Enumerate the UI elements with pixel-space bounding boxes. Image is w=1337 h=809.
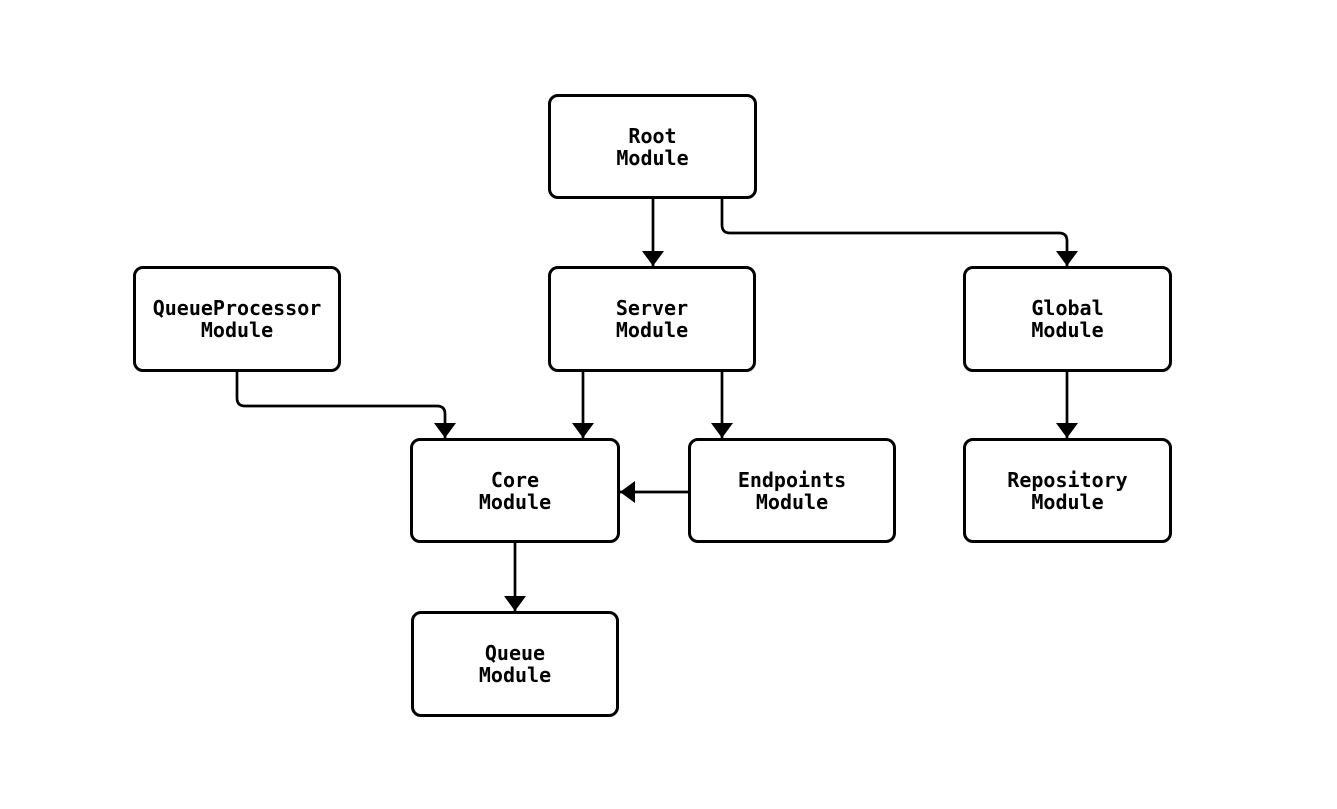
node-label-line: Module (1031, 489, 1104, 514)
edge-queueprocessor-module-to-core-module (235, 372, 456, 438)
node-label-line: Server (615, 296, 689, 320)
node-label-line: Core (490, 467, 540, 492)
node-label-line: Endpoints (737, 467, 847, 492)
node-label-line: Module (1031, 318, 1104, 342)
node-label-line: Global (1031, 296, 1104, 320)
node-label-line: Module (755, 489, 829, 514)
node-label-line: Module (478, 663, 552, 687)
node-label-line: Module (478, 489, 552, 514)
edge-root-module-to-global-module (720, 199, 1078, 266)
node-label-line: QueueProcessor (152, 296, 322, 320)
node-label-line: Queue (484, 641, 546, 665)
node-label-line: Module (615, 318, 689, 342)
node-label-line: Root (628, 123, 677, 148)
node-label-line: Module (616, 145, 689, 170)
node-label-line: Module (200, 318, 274, 342)
node-label-line: Repository (1007, 467, 1128, 492)
